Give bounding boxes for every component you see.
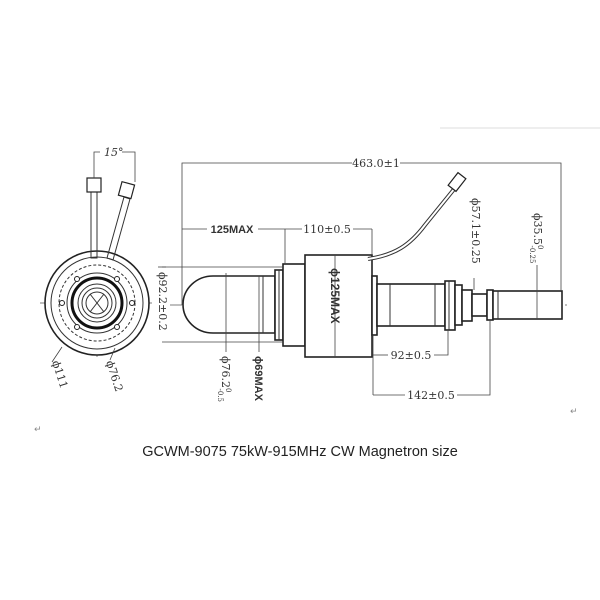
drawing-caption: GCWM-9075 75kW-915MHz CW Magnetron size	[142, 444, 458, 460]
body-length-label: 110±0.5	[303, 223, 351, 236]
bulb	[182, 275, 276, 334]
cable	[367, 186, 457, 261]
body-cylinder	[304, 254, 373, 358]
inner-diameter-label: ϕ76.2	[103, 359, 125, 393]
return-mark-right: ↵	[570, 407, 578, 417]
end-view: 15° ϕ111 ϕ76.2	[40, 146, 155, 393]
bulb-inner-diameter-label: ϕ69MAX	[252, 356, 264, 402]
output-distance-label: 142±0.5	[407, 389, 455, 402]
body-diameter-label: ϕ125MAX	[328, 268, 342, 324]
side-view: 463.0±1 125MAX 110±0.5 ϕ92.2±0.2 ϕ76.20-…	[156, 157, 570, 402]
return-mark-left: ↵	[34, 425, 42, 435]
bulb-diameter-label: ϕ76.20-0.5	[216, 356, 232, 402]
outer-diameter-label: ϕ111	[49, 359, 70, 390]
pipe-connector-icon	[117, 180, 136, 200]
flange-diameter-label: ϕ92.2±0.2	[156, 272, 169, 331]
shaft	[376, 283, 446, 327]
overall-length-label: 463.0±1	[352, 157, 400, 170]
output-diameter-label: ϕ35.50-0.25	[528, 213, 544, 263]
cable-connector-icon	[447, 171, 467, 193]
collar-distance-label: 92±0.5	[391, 349, 432, 362]
cooling-pipes	[86, 177, 136, 261]
angle-label: 15°	[104, 146, 124, 159]
output-antenna	[492, 290, 563, 320]
flange	[282, 263, 306, 347]
bolt-holes	[59, 276, 135, 330]
pipe-connector-icon	[86, 177, 102, 193]
collar-diameter-label: ϕ57.1±0.25	[469, 198, 482, 264]
bulb-length-label: 125MAX	[211, 224, 254, 236]
